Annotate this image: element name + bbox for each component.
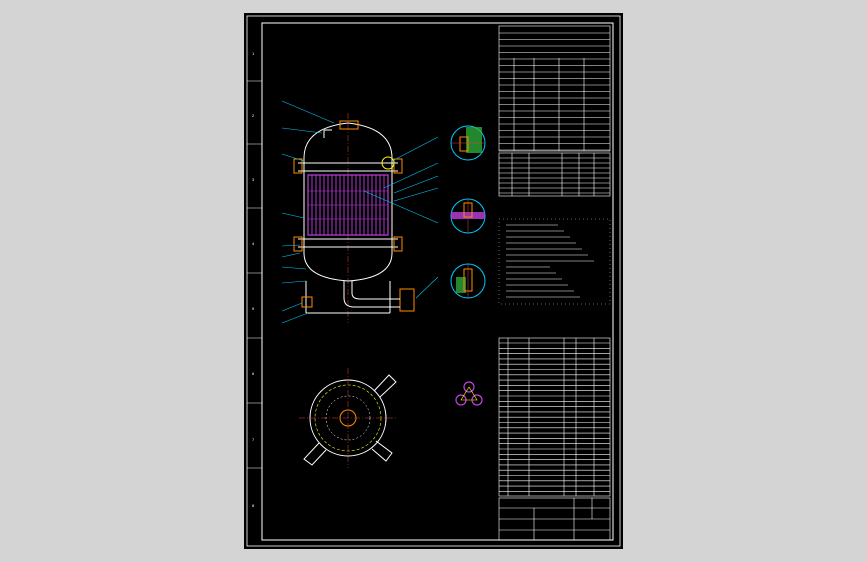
inner-frame <box>261 22 614 541</box>
detail-view-2 <box>450 198 486 234</box>
zone-label: 2 <box>252 113 255 118</box>
zone-label: 4 <box>252 241 255 246</box>
zone-label: 3 <box>252 177 255 182</box>
top-manhole <box>381 156 395 170</box>
leader-lines-right <box>363 136 439 299</box>
grid-zone-marks <box>247 80 262 469</box>
title-block <box>498 497 611 541</box>
zone-label: 1 <box>252 51 255 56</box>
technical-notes <box>498 218 611 305</box>
grid-zone-labels: 1 2 3 4 5 6 7 8 <box>252 51 255 508</box>
plan-view <box>299 368 397 468</box>
tube-layout-icon <box>455 381 483 406</box>
detail-view-3 <box>450 263 486 299</box>
technical-spec-table <box>498 25 611 152</box>
drawing-sheet: 1 2 3 4 5 6 7 8 <box>244 13 623 549</box>
top-nozzle <box>323 129 332 138</box>
nozzle-table <box>498 152 611 197</box>
tube-bundle <box>307 174 389 236</box>
zone-label: 5 <box>252 306 255 311</box>
parts-list-table <box>498 337 611 497</box>
vessel-shell <box>298 122 398 314</box>
zone-label: 7 <box>252 437 255 442</box>
flanges <box>293 120 415 312</box>
detail-view-1 <box>450 125 486 161</box>
zone-label: 6 <box>252 371 255 376</box>
outer-frame <box>246 15 621 547</box>
vessel-drawing: 1 2 3 4 5 6 7 8 <box>246 15 621 547</box>
outlet-pipe <box>343 281 400 308</box>
zone-label: 8 <box>252 503 255 508</box>
leader-lines-left <box>281 100 335 324</box>
